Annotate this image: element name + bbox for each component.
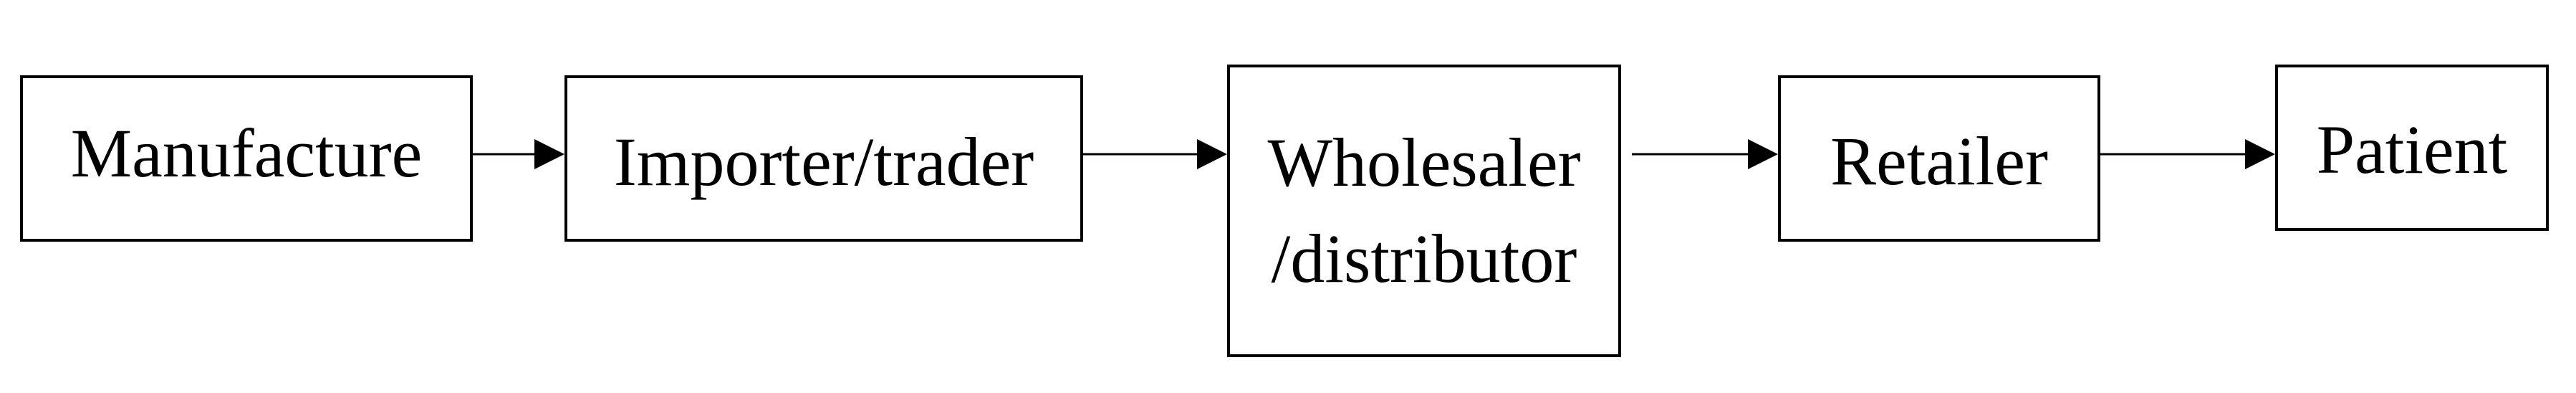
edge-importer-to-wholesaler — [1083, 139, 1227, 169]
node-label-distributor: /distributor — [1271, 220, 1577, 297]
edge-wholesaler-to-retailer — [1632, 139, 1778, 169]
node-label-retailer: Retailer — [1830, 122, 2048, 199]
node-label-wholesaler: Wholesaler — [1267, 123, 1581, 201]
node-label-patient: Patient — [2316, 110, 2508, 188]
edge-manufacture-to-importer — [473, 139, 564, 169]
arrowhead-icon — [534, 139, 564, 169]
edge-retailer-to-patient — [2100, 139, 2275, 169]
node-manufacture: Manufacture — [20, 75, 473, 242]
arrowhead-icon — [2245, 139, 2275, 169]
node-importer-trader: Importer/trader — [564, 75, 1083, 242]
node-label-importer-trader: Importer/trader — [613, 123, 1034, 200]
node-patient: Patient — [2275, 65, 2549, 231]
node-retailer: Retailer — [1778, 75, 2100, 242]
arrowhead-icon — [1197, 139, 1227, 169]
arrowhead-icon — [1748, 139, 1778, 169]
node-label-manufacture: Manufacture — [70, 114, 423, 191]
node-wholesaler-distributor: Wholesaler /distributor — [1227, 65, 1621, 357]
